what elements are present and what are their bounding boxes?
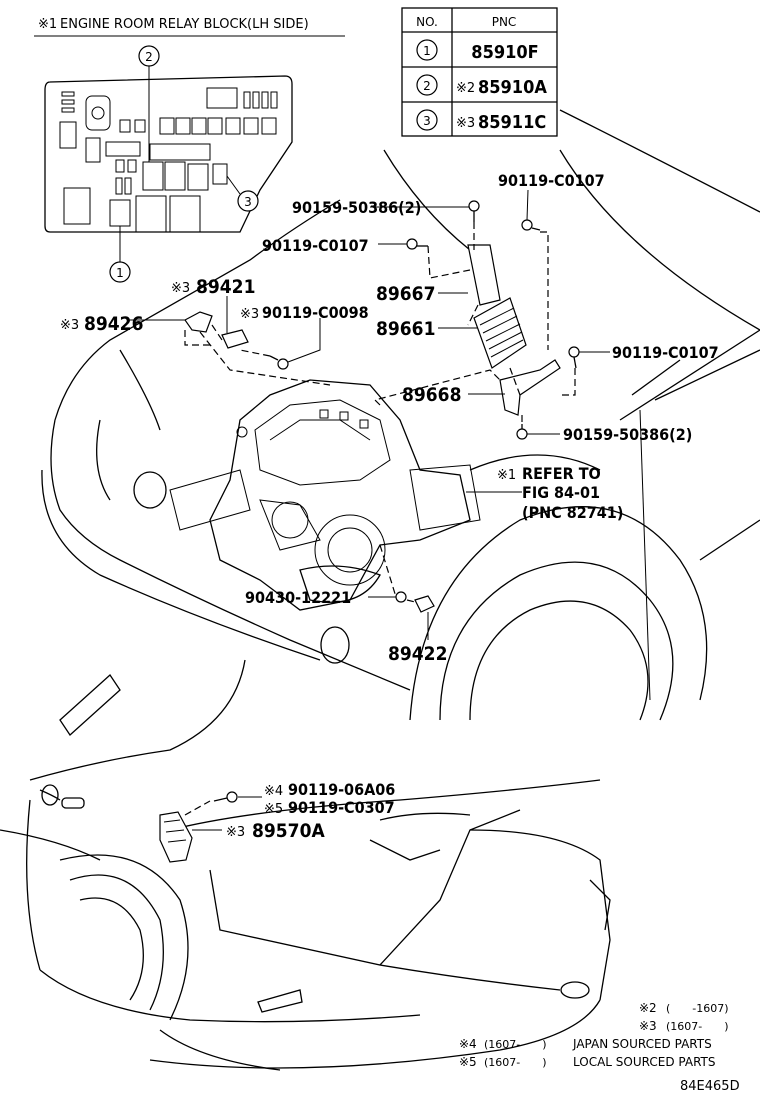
label-89570a: 89570A (252, 820, 325, 842)
label-90159-50386-bottom: 90159-50386(2) (563, 425, 692, 444)
relay-block-outline (44, 75, 293, 233)
label-90119-c0107-right: 90119-C0107 (612, 343, 719, 362)
callout-1-circle (109, 261, 131, 283)
label-90119-c0307: 90119-C0307 (288, 798, 395, 817)
label-89667: 89667 (376, 283, 435, 305)
sensor-89421 (221, 329, 249, 349)
label-89668: 89668 (402, 384, 461, 406)
footnote-2-mark: ※2 (639, 1001, 657, 1015)
footnote-4-text: JAPAN SOURCED PARTS (572, 1037, 712, 1051)
callout-3-circle (237, 190, 259, 212)
sensor-89422 (414, 595, 435, 613)
callout-1-number: 1 (116, 266, 124, 280)
nut-90430-12221 (395, 591, 407, 603)
table-header-no: NO. (416, 15, 438, 29)
table-row-3-no: 3 (423, 114, 431, 128)
label-89421-mark: ※3 (171, 281, 190, 296)
relay-block-title: ENGINE ROOM RELAY BLOCK(LH SIDE) (60, 17, 309, 32)
callout-3-number: 3 (244, 195, 252, 209)
label-refer-line2: FIG 84-01 (522, 483, 600, 502)
bolt-90119-c0107-mid (406, 238, 428, 250)
pnc-table: NO. PNC 1 85910F 2 ※2 85910A 3 ※3 85911C (401, 7, 558, 137)
label-refer-line1: REFER TO (522, 464, 601, 483)
label-refer-mark: ※1 (497, 468, 516, 483)
footnote-3-mark: ※3 (639, 1019, 657, 1033)
label-89426-mark: ※3 (60, 318, 79, 333)
relay-block-inset: ※1 ENGINE ROOM RELAY BLOCK(LH SIDE) (34, 17, 345, 283)
table-header-pnc: PNC (492, 15, 517, 29)
rear-labels: ※4 90119-06A06 ※5 90119-C0307 ※3 89570A (226, 780, 395, 842)
table-row-3-mark: ※3 (456, 116, 475, 131)
bolt-90119-c0098 (269, 355, 289, 370)
table-row-1-no: 1 (423, 44, 431, 58)
table-row-3-pnc: 85911C (478, 112, 546, 133)
figure-code: 84E465D (680, 1079, 740, 1094)
footnotes: ※2 ( -1607) ※3 (1607- ) ※4 (1607- ) JAPA… (459, 1001, 740, 1094)
label-90119-c0098: 90119-C0098 (262, 303, 369, 322)
bracket-89426 (184, 311, 213, 333)
footnote-4-mark: ※4 (459, 1037, 477, 1051)
callout-2-number: 2 (145, 50, 153, 64)
footnote-5-range: (1607- ) (484, 1056, 547, 1069)
footnote-2-range: ( -1607) (666, 1002, 729, 1015)
table-row-2-no: 2 (423, 79, 431, 93)
rear-vehicle-body (0, 659, 611, 1071)
label-89570a-mark: ※3 (226, 825, 245, 840)
bolt-90119-c0107-top (521, 219, 541, 231)
label-refer-line3: (PNC 82741) (522, 503, 623, 522)
table-row-1-pnc: 85910F (471, 42, 538, 63)
rear-parts (159, 791, 262, 863)
label-90119-c0098-mark: ※3 (240, 307, 259, 322)
sensor-89570a (159, 811, 193, 863)
footnote-4-range: (1607- ) (484, 1038, 547, 1051)
bolt-90119-06a06 (213, 791, 238, 803)
label-90119-06a06-mark: ※4 (264, 784, 283, 799)
footnote-5-text: LOCAL SOURCED PARTS (573, 1055, 715, 1069)
label-90119-c0107-top: 90119-C0107 (498, 171, 605, 190)
table-row-2-mark: ※2 (456, 81, 475, 96)
footnote-3-range: (1607- ) (666, 1020, 729, 1033)
front-parts (127, 189, 610, 640)
label-89422: 89422 (388, 643, 447, 665)
bolt-90159-50386-top (468, 200, 480, 222)
label-90119-c0307-mark: ※5 (264, 802, 283, 817)
callout-2-circle (138, 45, 160, 67)
footnote-5-mark: ※5 (459, 1055, 477, 1069)
label-89661: 89661 (376, 318, 435, 340)
bracket-89667 (467, 244, 501, 306)
front-vehicle-body (41, 109, 760, 721)
bracket-89668 (499, 359, 561, 416)
relay-block-note-mark: ※1 (38, 17, 57, 32)
label-90119-06a06: 90119-06A06 (288, 780, 395, 799)
label-90430-12221: 90430-12221 (245, 588, 351, 607)
bolt-90159-50386-bottom (516, 424, 528, 440)
label-89426: 89426 (84, 313, 143, 335)
label-89421: 89421 (196, 276, 255, 298)
ecu-89661 (473, 297, 527, 369)
front-labels: 90119-C0107 90159-50386(2) 90119-C0107 ※… (60, 171, 719, 665)
label-90159-50386-top: 90159-50386(2) (292, 198, 421, 217)
label-90119-c0107-mid: 90119-C0107 (262, 236, 369, 255)
table-row-2-pnc: 85910A (478, 77, 547, 98)
bolt-90119-c0107-right (568, 346, 580, 369)
